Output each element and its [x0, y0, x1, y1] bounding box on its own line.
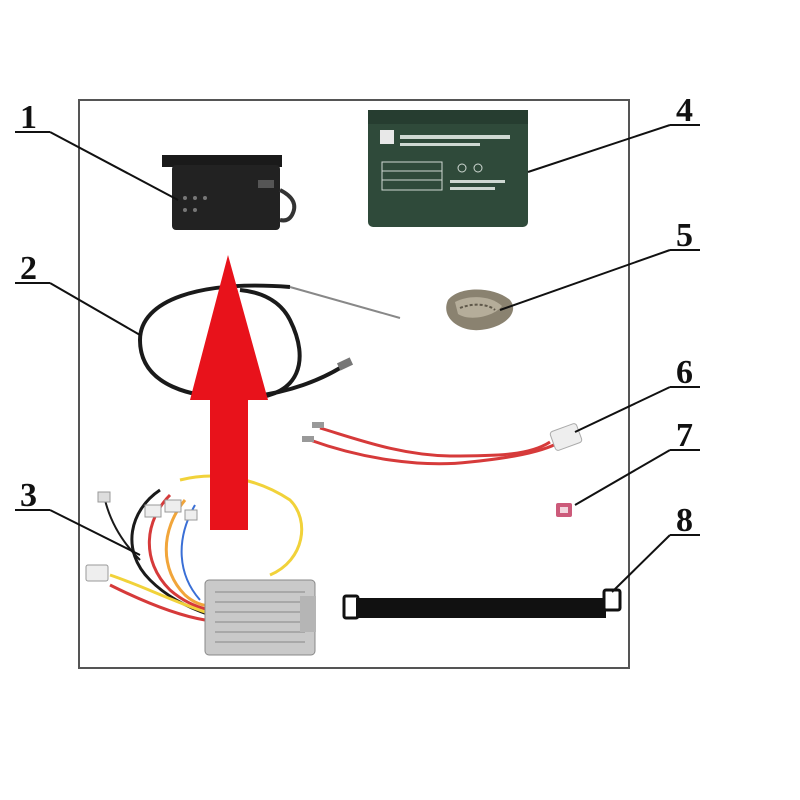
part-8-strap [342, 588, 622, 620]
part-6-red-wire-harness [302, 422, 583, 466]
callout-4: 4 [676, 92, 693, 129]
callout-5: 5 [676, 217, 693, 254]
red-arrow [190, 255, 268, 530]
callout-3: 3 [20, 477, 37, 514]
callout-2: 2 [20, 250, 37, 287]
leader-lines [15, 124, 700, 593]
diagram-frame [78, 99, 630, 669]
part-5-chain [446, 289, 514, 331]
callout-8: 8 [676, 502, 693, 539]
part-1-charger-port [162, 155, 297, 230]
callout-1: 1 [20, 99, 37, 136]
callout-6: 6 [676, 354, 693, 391]
callout-7: 7 [676, 417, 693, 454]
part-7-connector [556, 503, 572, 517]
part-4-battery [368, 110, 528, 227]
